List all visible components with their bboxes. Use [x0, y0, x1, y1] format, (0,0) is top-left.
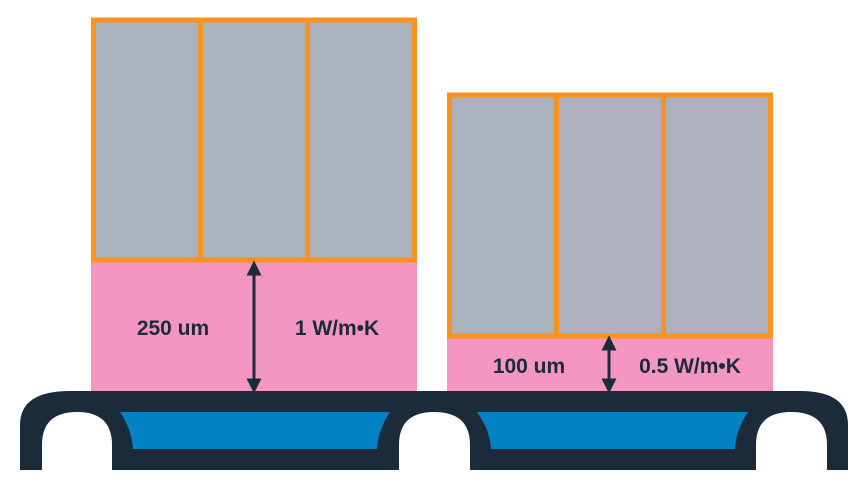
left-die-2	[198, 17, 310, 263]
cold-plate	[20, 391, 848, 470]
left-die-1	[91, 17, 203, 263]
right-die-group	[447, 92, 773, 339]
left-die-group	[91, 17, 417, 263]
left-stack: 250 um 1 W/m•K	[91, 17, 417, 394]
right-conductivity-label: 0.5 W/m•K	[639, 355, 741, 378]
right-thickness-label: 100 um	[493, 355, 565, 378]
coolant-channel-left	[120, 412, 390, 449]
left-conductivity-label: 1 W/m•K	[295, 317, 379, 340]
right-die-3	[661, 92, 773, 339]
left-thickness-label: 250 um	[137, 317, 209, 340]
right-die-2	[554, 92, 666, 339]
right-die-1	[447, 92, 559, 339]
left-die-3	[305, 17, 417, 263]
cold-plate-body	[20, 391, 848, 470]
coolant-channel-right	[477, 412, 748, 449]
right-stack: 100 um 0.5 W/m•K	[447, 92, 773, 394]
